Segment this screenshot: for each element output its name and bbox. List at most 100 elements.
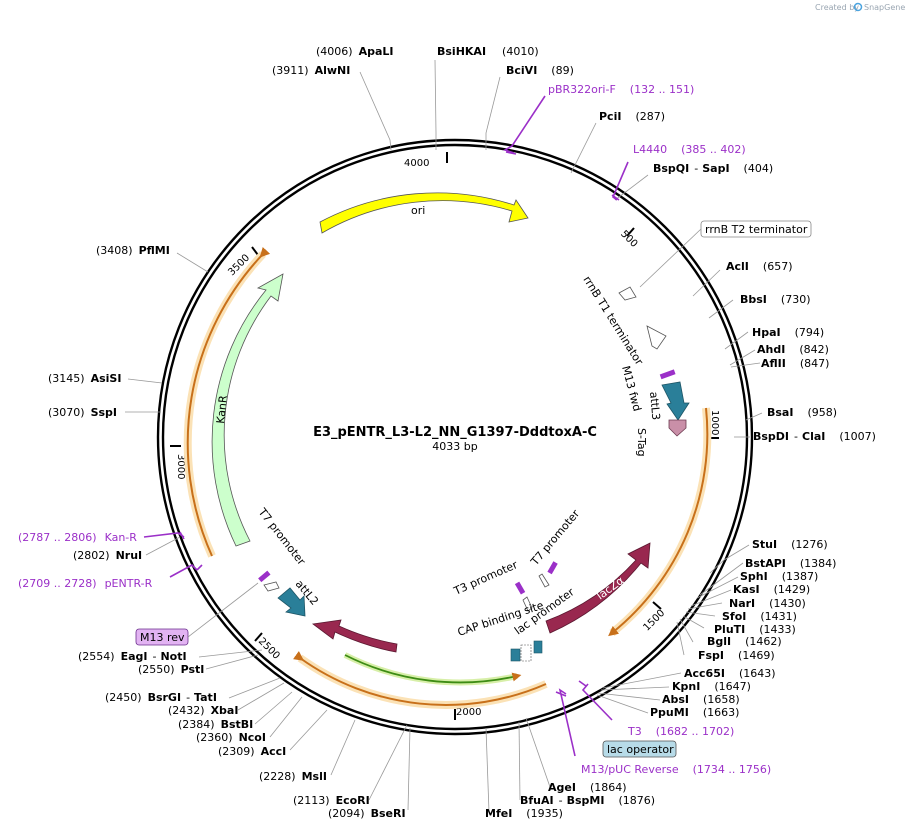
primer-label: M13/pUC Reverse(1734 .. 1756) [581, 763, 771, 776]
enzyme-label: (2094)BseRI [328, 807, 406, 820]
ugi-label: UGI [351, 641, 374, 659]
enzyme-label: (3145)AsiSI [48, 372, 121, 385]
rrnb-t1-label: rrnB T1 terminator [580, 274, 646, 368]
plasmid-length: 4033 bp [432, 440, 477, 453]
lac-promoter-dashed-mark [520, 644, 532, 662]
enzyme-labels: (4006)ApaLI BsiHKAI(4010) (3911)AlwNI Bc… [48, 45, 876, 820]
enzyme-label: SphI(1387) [740, 570, 818, 583]
primer-label: L4440(385 .. 402) [633, 143, 746, 156]
enzyme-label: (2554)EagI-NotI [78, 650, 187, 663]
t3-primer-mark [514, 581, 526, 595]
tick-label-4000: 4000 [404, 158, 429, 169]
m13-fwd-primer-mark [659, 369, 676, 380]
enzyme-label: BbsI(730) [740, 293, 811, 306]
m13-rev-label: M13 rev [140, 631, 185, 644]
primer-markers [143, 95, 629, 757]
enzyme-label: PluTI(1433) [714, 623, 796, 636]
kanr-feature-arrow [211, 273, 284, 547]
enzyme-label: KasI(1429) [733, 583, 810, 596]
enzyme-label: PpuMI(1663) [650, 706, 739, 719]
brand-text: SnapGene [864, 3, 905, 12]
enzyme-label: PciI(287) [599, 110, 665, 123]
attl3-feature-arrow [661, 381, 690, 421]
lac-operator-box: lac operator [602, 740, 677, 758]
stag-label: S-Tag [635, 428, 648, 457]
backbone-outer-ring [156, 138, 754, 736]
enzyme-label: MfeI(1935) [485, 807, 563, 820]
t7-promoter-label: T7 promoter [528, 507, 583, 569]
ori-feature-arrow [319, 192, 529, 234]
t3-promoter-label: T3 promoter [451, 558, 520, 598]
enzyme-label: (3408)PflMI [96, 244, 170, 257]
attl2-feature-arrow [277, 587, 306, 617]
snapgene-logo-icon [853, 2, 863, 12]
enzyme-label: BciVI(89) [506, 64, 574, 77]
enzyme-label: BspQI-SapI(404) [653, 162, 773, 175]
credit-text: Created by [815, 3, 859, 12]
t7-left-primer-mark [258, 570, 271, 583]
tick-label-500: 500 [618, 229, 639, 250]
plasmid-name: E3_pENTR_L3-L2_NN_G1397-DddtoxA-C [313, 425, 597, 440]
enzyme-label: (2384)BstBI [178, 718, 253, 731]
t7-center-promoter-arrow [538, 573, 550, 588]
enzyme-label: (4006)ApaLI [316, 45, 394, 58]
stag-feature-arrow [668, 419, 687, 437]
kanr-label: KanR [214, 394, 230, 424]
enzyme-label: (2309)AccI [218, 745, 286, 758]
enzyme-label: (2550)PstI [138, 663, 204, 676]
tick-label-1000: 1000 [709, 410, 720, 435]
cap-binding-site-mark [510, 648, 521, 662]
enzyme-label: (2432)XbaI [168, 704, 238, 717]
m13-rev-box: M13 rev [135, 582, 259, 646]
lacza-label: lacZα [594, 574, 626, 603]
rrnb-t2-label: rrnB T2 terminator [705, 223, 808, 236]
tick-label-2500: 2500 [256, 636, 282, 662]
primer-labels: pBR322ori-F(132 .. 151) L4440(385 .. 402… [18, 83, 771, 776]
t7-center-primer-mark [547, 561, 558, 575]
lac-operator-label: lac operator [607, 743, 674, 756]
enzyme-label: BspDI-ClaI(1007) [753, 430, 876, 443]
rrnb-t2-box: rrnB T2 terminator [639, 220, 812, 288]
t3-promoter-arrow [522, 596, 533, 612]
enzyme-label: KpnI(1647) [672, 680, 751, 693]
ugi-feature-arrow [311, 619, 398, 653]
enzyme-label: SfoI(1431) [722, 610, 797, 623]
enzyme-label: HpaI(794) [752, 326, 824, 339]
enzyme-label: (3070)SspI [48, 406, 117, 419]
enzyme-label: NarI(1430) [729, 597, 806, 610]
enzyme-label: BglI(1462) [707, 635, 782, 648]
enzyme-label: Acc65I(1643) [684, 667, 776, 680]
enzyme-label: (2360)NcoI [196, 731, 266, 744]
primer-label: T3(1682 .. 1702) [627, 725, 734, 738]
t7-left-promoter-arrow [263, 581, 280, 592]
tick-label-1500: 1500 [642, 608, 668, 634]
primer-label: (2787 .. 2806)Kan-R [18, 531, 137, 544]
rrnb-t1-small-arrow [618, 286, 637, 301]
enzyme-label: StuI(1276) [752, 538, 828, 551]
enzyme-label: FspI(1469) [698, 649, 775, 662]
rrnb-t1-arrow [646, 325, 667, 350]
enzyme-label: (2802)NruI [73, 549, 142, 562]
enzyme-label: AbsI(1658) [662, 693, 740, 706]
attl3-label: attL3 [647, 391, 662, 421]
enzyme-label: BsiHKAI(4010) [437, 45, 539, 58]
m13-fwd-label: M13 fwd [619, 364, 644, 412]
enzyme-label: AgeI(1864) [548, 781, 627, 794]
primer-label: pBR322ori-F(132 .. 151) [548, 83, 694, 96]
enzyme-label: AhdI(842) [757, 343, 829, 356]
enzyme-label: BsaI(958) [767, 406, 837, 419]
enzyme-label: (2113)EcoRI [293, 794, 370, 807]
enzyme-label: AflII(847) [761, 357, 829, 370]
enzyme-label: AclI(657) [726, 260, 793, 273]
enzyme-label: BstAPI(1384) [745, 557, 836, 570]
enzyme-label: (2450)BsrGI-TatI [105, 691, 217, 704]
primer-label: (2709 .. 2728)pENTR-R [18, 577, 153, 590]
tick-label-2000: 2000 [456, 707, 481, 718]
orf-arcs [183, 246, 712, 709]
tick-label-3000: 3000 [175, 454, 186, 479]
lacza-feature-arrow [545, 542, 651, 634]
enzyme-label: BfuAI-BspMI(1876) [520, 794, 655, 807]
tick-marks [170, 152, 719, 720]
enzyme-label: (3911)AlwNI [272, 64, 350, 77]
